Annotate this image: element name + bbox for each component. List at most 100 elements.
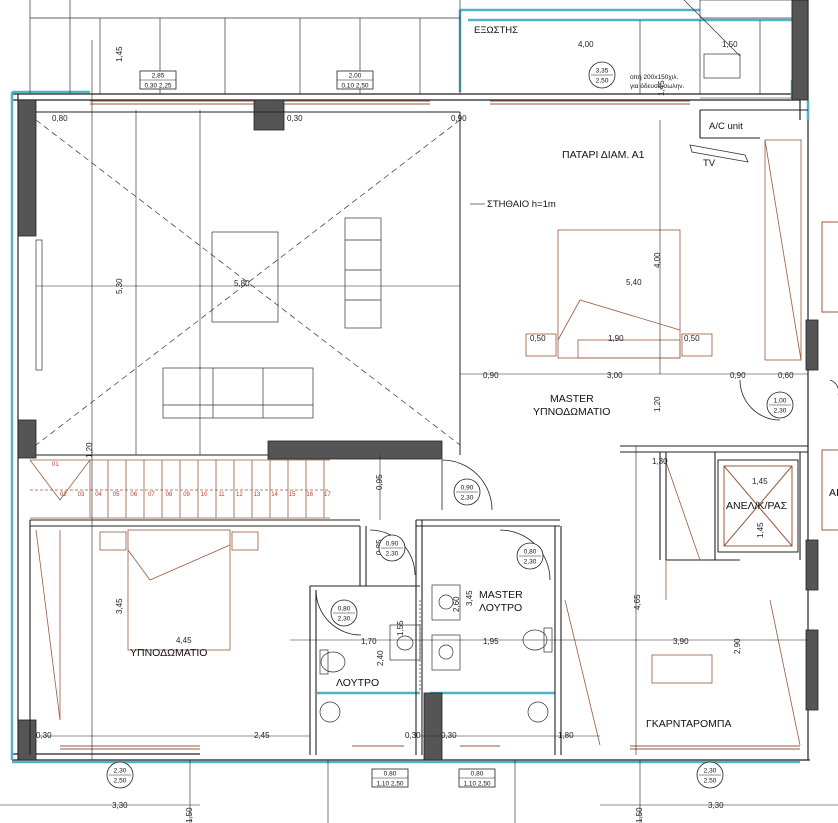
dim-void-width: 5,80 (234, 279, 250, 288)
void-frame (36, 111, 461, 456)
opening-tag-w2: 2,00 0,10 2,50 (336, 70, 374, 90)
dim-master-060: 0,60 (778, 371, 794, 380)
stair-step-08: 08 (166, 492, 173, 498)
elevator (717, 459, 799, 553)
dim-bottom-030c: 0,30 (441, 731, 457, 740)
opening-tag-d3: 0,902,30 (453, 478, 481, 506)
dim-bed-190: 1,90 (608, 334, 624, 343)
dim-wardrobe-390: 3,90 (673, 637, 689, 646)
dim-bottom-330b: 3,30 (708, 801, 724, 810)
adjacent-elevator (821, 221, 838, 531)
annotations: A/C unit TV ΣΤΗΘΑΙΟ h=1m οπή 200x150χιλ.… (487, 74, 743, 210)
room-wardrobe: ΓΚΑΡΝΤΑΡΟΜΠΑ (646, 718, 732, 730)
opening-tag-bottom: 1,10 2,50 (463, 781, 490, 788)
room-master-bedroom-line2: ΥΠΝΟΔΩΜΑΤΙΟ (533, 406, 610, 418)
opening-tag-bottom: 1,10 2,50 (376, 781, 403, 788)
opening-tag-top: 0,80 (471, 771, 484, 778)
label-ac-unit: A/C unit (709, 121, 743, 132)
exterior-walls (11, 0, 810, 761)
guide-lines (0, 40, 838, 823)
tv (689, 144, 749, 163)
opening-tag-bottom: 2,30 (524, 559, 537, 566)
stair-step-03: 03 (78, 492, 85, 498)
opening-tags: 2,85 0,30 2,25 2,00 0,10 2,50 3,35 2,50 1,00 2,… (106, 61, 794, 789)
opening-tag-top: 0,80 (338, 606, 351, 613)
opening-tag-w3: 2,30 2,50 (106, 761, 134, 789)
dim-masterbath-195: 1,95 (483, 637, 499, 646)
dim-master-090a: 0,90 (483, 371, 499, 380)
stair-step-05: 05 (113, 492, 120, 498)
walkin-furniture (564, 461, 801, 746)
dim-bottom-330a: 3,30 (112, 801, 128, 810)
opening-tag-top: 2,00 (349, 73, 362, 80)
dim-masterbath-260: 2,60 (452, 596, 461, 612)
dim-mezzanine-width: 5,40 (626, 278, 642, 287)
opening-tag-top: 0,80 (384, 771, 397, 778)
opening-tag-top: 2,85 (152, 73, 165, 80)
opening-tag-w6: 0,80 1,10 2,50 (458, 768, 496, 788)
opening-tag-bottom: 2,50 (596, 78, 609, 85)
interior-walls (29, 109, 808, 755)
label-tv: TV (703, 158, 716, 169)
stair-step-17: 17 (324, 492, 331, 498)
dim-bottom-150b: 1,50 (635, 807, 644, 823)
stair-step-06: 06 (130, 492, 137, 498)
stair-step-16: 16 (306, 492, 313, 498)
columns (17, 0, 819, 761)
opening-tag-d4: 0,902,30 (378, 534, 406, 562)
dim-095: 0,95 (375, 474, 384, 490)
dim-090-top: 0,90 (451, 114, 467, 123)
dim-stair-120: 1,20 (85, 442, 94, 458)
dim-masterbath-345: 3,45 (465, 590, 474, 606)
opening-tag-bottom: 2,30 (774, 408, 787, 415)
dim-bed-050b: 0,50 (684, 334, 700, 343)
room-bathroom: ΛΟΥΤΡΟ (336, 677, 379, 689)
opening-tag-w4: 2,302,50 (696, 761, 724, 789)
stair-step-15: 15 (289, 492, 296, 498)
dim-top-height: 1,45 (115, 46, 124, 62)
opening-tag-bottom: 2,30 (461, 495, 474, 502)
dim-master-300: 3,00 (607, 371, 623, 380)
dim-bath-155: 1,55 (396, 620, 405, 636)
room-elevator-cut: ΑΙ (829, 487, 838, 499)
dim-elevator-130: 1,30 (652, 457, 668, 466)
dim-wardrobe-465: 4,65 (633, 594, 642, 610)
stair-step-04: 04 (95, 492, 102, 498)
stair-step-01: 01 (52, 462, 59, 468)
stair-step-07: 07 (148, 492, 155, 498)
dim-080: 0,80 (52, 114, 68, 123)
dim-030-top: 0,30 (287, 114, 303, 123)
opening-tag-bottom: 2,50 (114, 778, 127, 785)
dim-balcony-width: 4,00 (578, 40, 594, 49)
opening-tag-top: 2,30 (114, 768, 127, 775)
opening-tag-top: 1,00 (774, 398, 787, 405)
opening-tag-bottom: 0,30 2,25 (144, 83, 171, 90)
dimension-labels: 4,00 1,50 1,45 1,45 5,30 5,80 0,80 0,30 … (36, 40, 794, 823)
opening-tag-bottom: 2,30 (338, 616, 351, 623)
room-master-bedroom-line1: MASTER (550, 393, 594, 405)
dim-mezzanine-height: 4,00 (653, 252, 662, 268)
dim-bottom-150a: 1,50 (185, 807, 194, 823)
dim-bottom-180: 1,80 (558, 731, 574, 740)
bath-fixtures (319, 584, 553, 723)
dim-balcony-height: 1,45 (657, 80, 666, 96)
stair-step-09: 09 (183, 492, 190, 498)
label-duct-line2: για όδευση σωλην. (630, 82, 684, 90)
room-elevator: ΑΝΕΛ/Κ/ΡΑΣ (726, 500, 788, 512)
dim-bottom-245: 2,45 (254, 731, 270, 740)
opening-tag-bottom: 2,50 (704, 778, 717, 785)
dim-wardrobe-290: 2,90 (733, 638, 742, 654)
stair-step-14: 14 (271, 492, 278, 498)
dim-balcony-width2: 1,50 (722, 40, 738, 49)
opening-tag-d6: 0,80 2,30 (330, 599, 358, 627)
opening-tag-top: 3,35 (596, 68, 609, 75)
void-area (35, 119, 461, 446)
opening-tag-bottom: 0,10 2,50 (341, 83, 368, 90)
stair-step-10: 10 (201, 492, 208, 498)
dim-bath-170: 1,70 (361, 637, 377, 646)
opening-tag-d5: 0,802,30 (516, 542, 544, 570)
opening-tag-d1: 3,35 2,50 (588, 61, 616, 89)
bedroom-bed (35, 529, 259, 721)
